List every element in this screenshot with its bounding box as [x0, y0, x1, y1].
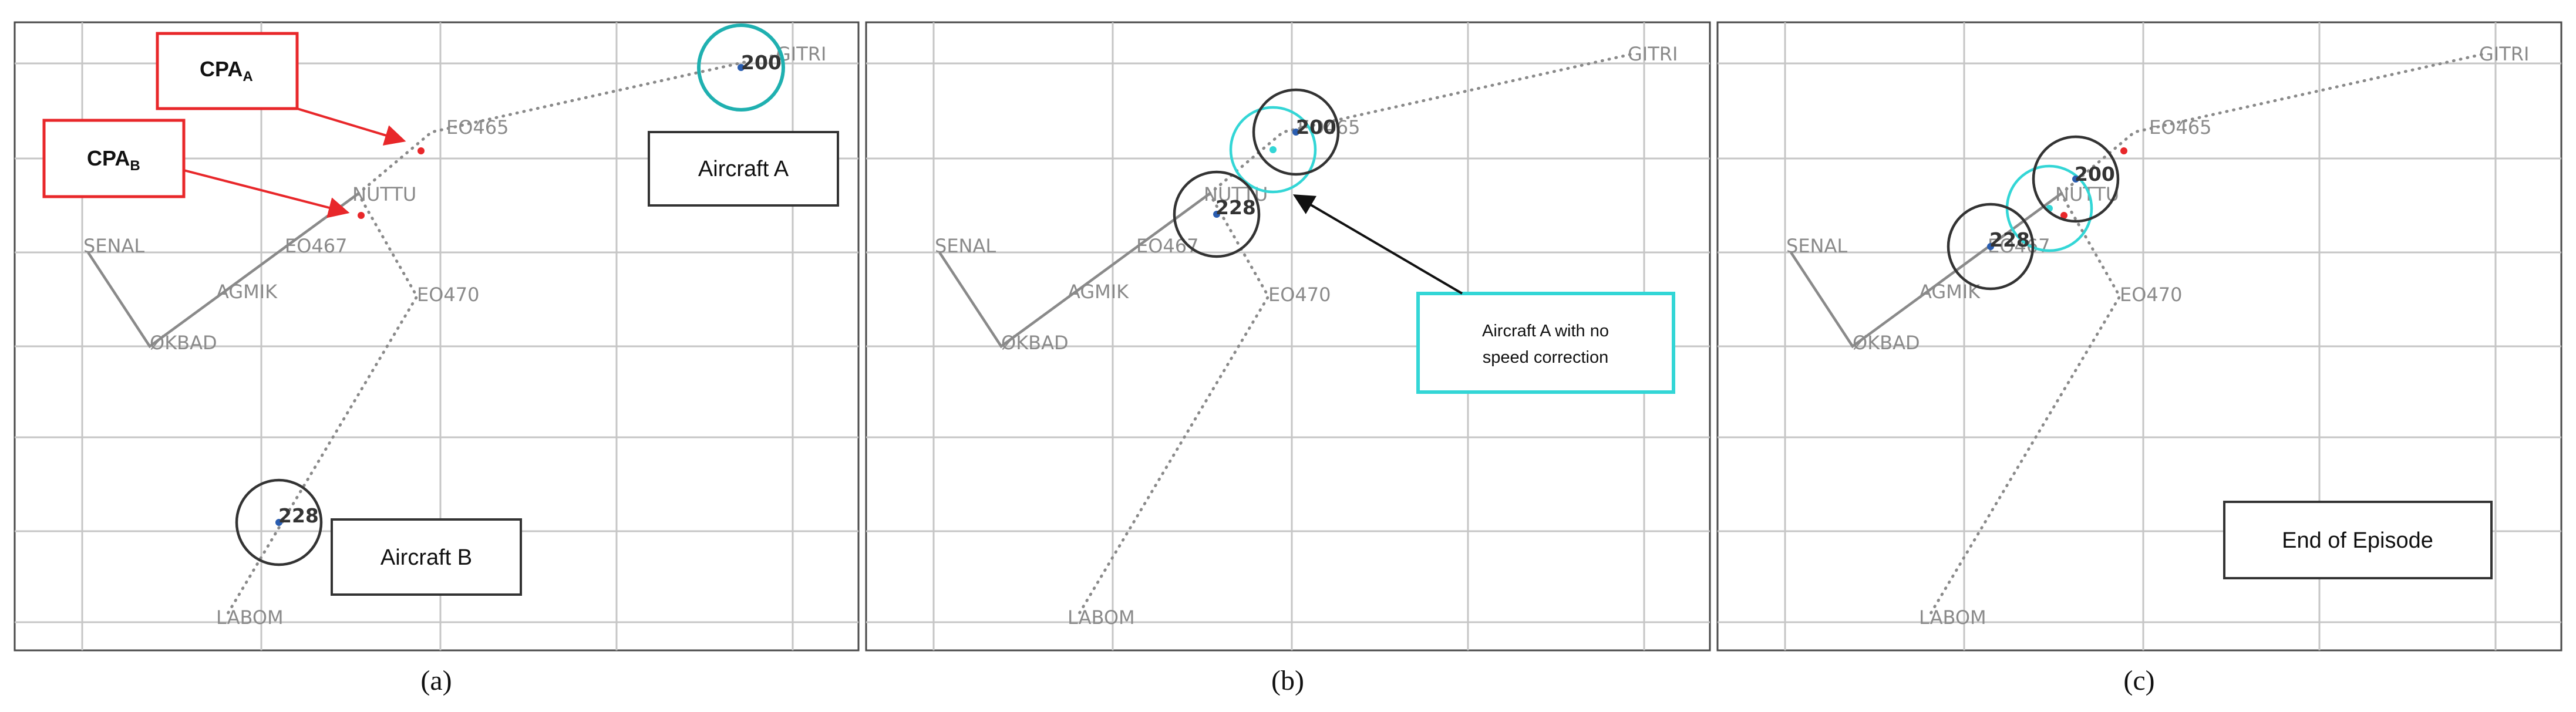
panel-a-caption: (a): [420, 665, 452, 696]
end-of-episode-box: [2223, 501, 2493, 579]
panel-a-waypoints: GITRI EO465 NUTTU EO467 EO470 SENAL AGMI…: [83, 43, 826, 629]
waypoint-okbad: ØKBAD: [1853, 332, 1920, 354]
aircraft-a-callsign: 200: [741, 51, 782, 74]
panel-b-routes: [938, 52, 1634, 618]
waypoint-senal: SENAL: [935, 235, 996, 257]
waypoint-nuttu: NUTTU: [2055, 183, 2119, 205]
waypoint-labom: LABOM: [1919, 606, 1986, 629]
waypoint-eo470: EO470: [1268, 284, 1331, 306]
cpa-b-callout: [42, 119, 186, 198]
cpa-a-label: CPAA: [200, 57, 253, 85]
note-line2: speed correction: [1483, 348, 1608, 367]
note-line1: Aircraft A with no: [1482, 322, 1609, 340]
waypoint-okbad: ØKBAD: [1001, 332, 1069, 354]
cpa-b-label: CPAB: [87, 146, 140, 174]
panel-c-caption: (c): [2123, 665, 2154, 696]
aircraft-b-marker: [1213, 211, 1220, 218]
aircraft-b-box-label: Aircraft B: [380, 545, 472, 570]
waypoint-okbad: ØKBAD: [150, 332, 217, 354]
aircraft-a-ring: [697, 23, 785, 112]
waypoint-nuttu: NUTTU: [352, 183, 416, 205]
aircraft-a-callsign: 200: [2075, 163, 2115, 185]
cpa-b-point: [2060, 212, 2067, 219]
aircraft-a-box-label: Aircraft A: [698, 157, 789, 181]
aircraft-a-uncorrected-ring: [1229, 106, 1317, 194]
cpa-a-arrow: [297, 107, 406, 146]
waypoint-eo467: EO467: [285, 235, 347, 257]
aircraft-b-callsign: 228: [1989, 228, 2030, 251]
aircraft-a-marker: [738, 64, 745, 71]
waypoint-labom: LABOM: [216, 606, 284, 629]
waypoint-eo470: EO470: [2120, 284, 2182, 306]
note-box: [1416, 292, 1675, 394]
aircraft-a-marker: [1292, 129, 1299, 136]
waypoint-agmik: AGMIK: [1068, 281, 1129, 303]
aircraft-b-callsign: 228: [278, 504, 319, 527]
cpa-a-point: [2120, 147, 2127, 154]
aircraft-a-ring: [1252, 88, 1340, 176]
waypoint-agmik: AGMIK: [216, 281, 278, 303]
waypoint-eo470: EO470: [417, 284, 479, 306]
aircraft-b-marker: [1987, 243, 1994, 250]
aircraft-a-box: [648, 131, 839, 207]
cpa-a-callout: [156, 32, 299, 110]
panel-c-waypoints: GITRI EO465 NUTTU EO467 EO470 SENAL AGMI…: [1786, 43, 2529, 629]
aircraft-b-ring: [1173, 170, 1261, 258]
waypoint-gitri: GITRI: [2479, 43, 2529, 65]
cpa-b-point: [358, 212, 365, 219]
aircraft-b-marker: [275, 519, 282, 526]
waypoint-eo465: EO465: [2149, 116, 2211, 139]
cpa-a-point: [417, 147, 425, 154]
panel-b: GITRI EO465 NUTTU EO467 EO470 SENAL AGMI…: [865, 21, 1711, 696]
aircraft-b-ring: [1947, 203, 2035, 291]
panel-c: GITRI EO465 NUTTU EO467 EO470 SENAL AGMI…: [1716, 21, 2562, 696]
panel-b-caption: (b): [1271, 665, 1304, 696]
aircraft-a-callsign: 200: [1296, 116, 1336, 139]
waypoint-eo465: EO465: [446, 116, 509, 139]
aircraft-a-uncorrected-marker: [1270, 146, 1277, 153]
panel-c-grid: [1718, 22, 2561, 650]
waypoint-senal: SENAL: [1786, 235, 1847, 257]
end-of-episode-label: End of Episode: [2282, 528, 2433, 553]
cpa-b-arrow: [183, 169, 350, 218]
note-arrow: [1292, 194, 1463, 295]
panel-b-waypoints: GITRI EO465 NUTTU EO467 EO470 SENAL AGMI…: [935, 43, 1678, 629]
aircraft-a-ring: [2032, 135, 2120, 223]
aircraft-a-marker: [2072, 176, 2079, 183]
waypoint-senal: SENAL: [83, 235, 144, 257]
waypoint-gitri: GITRI: [1628, 43, 1678, 65]
panel-a: GITRI EO465 NUTTU EO467 EO470 SENAL AGMI…: [14, 21, 860, 696]
aircraft-b-callsign: 228: [1215, 196, 1256, 219]
aircraft-b-box: [331, 518, 522, 596]
aircraft-b-ring: [235, 478, 323, 566]
waypoint-labom: LABOM: [1068, 606, 1135, 629]
panel-a-routes: [87, 52, 783, 618]
